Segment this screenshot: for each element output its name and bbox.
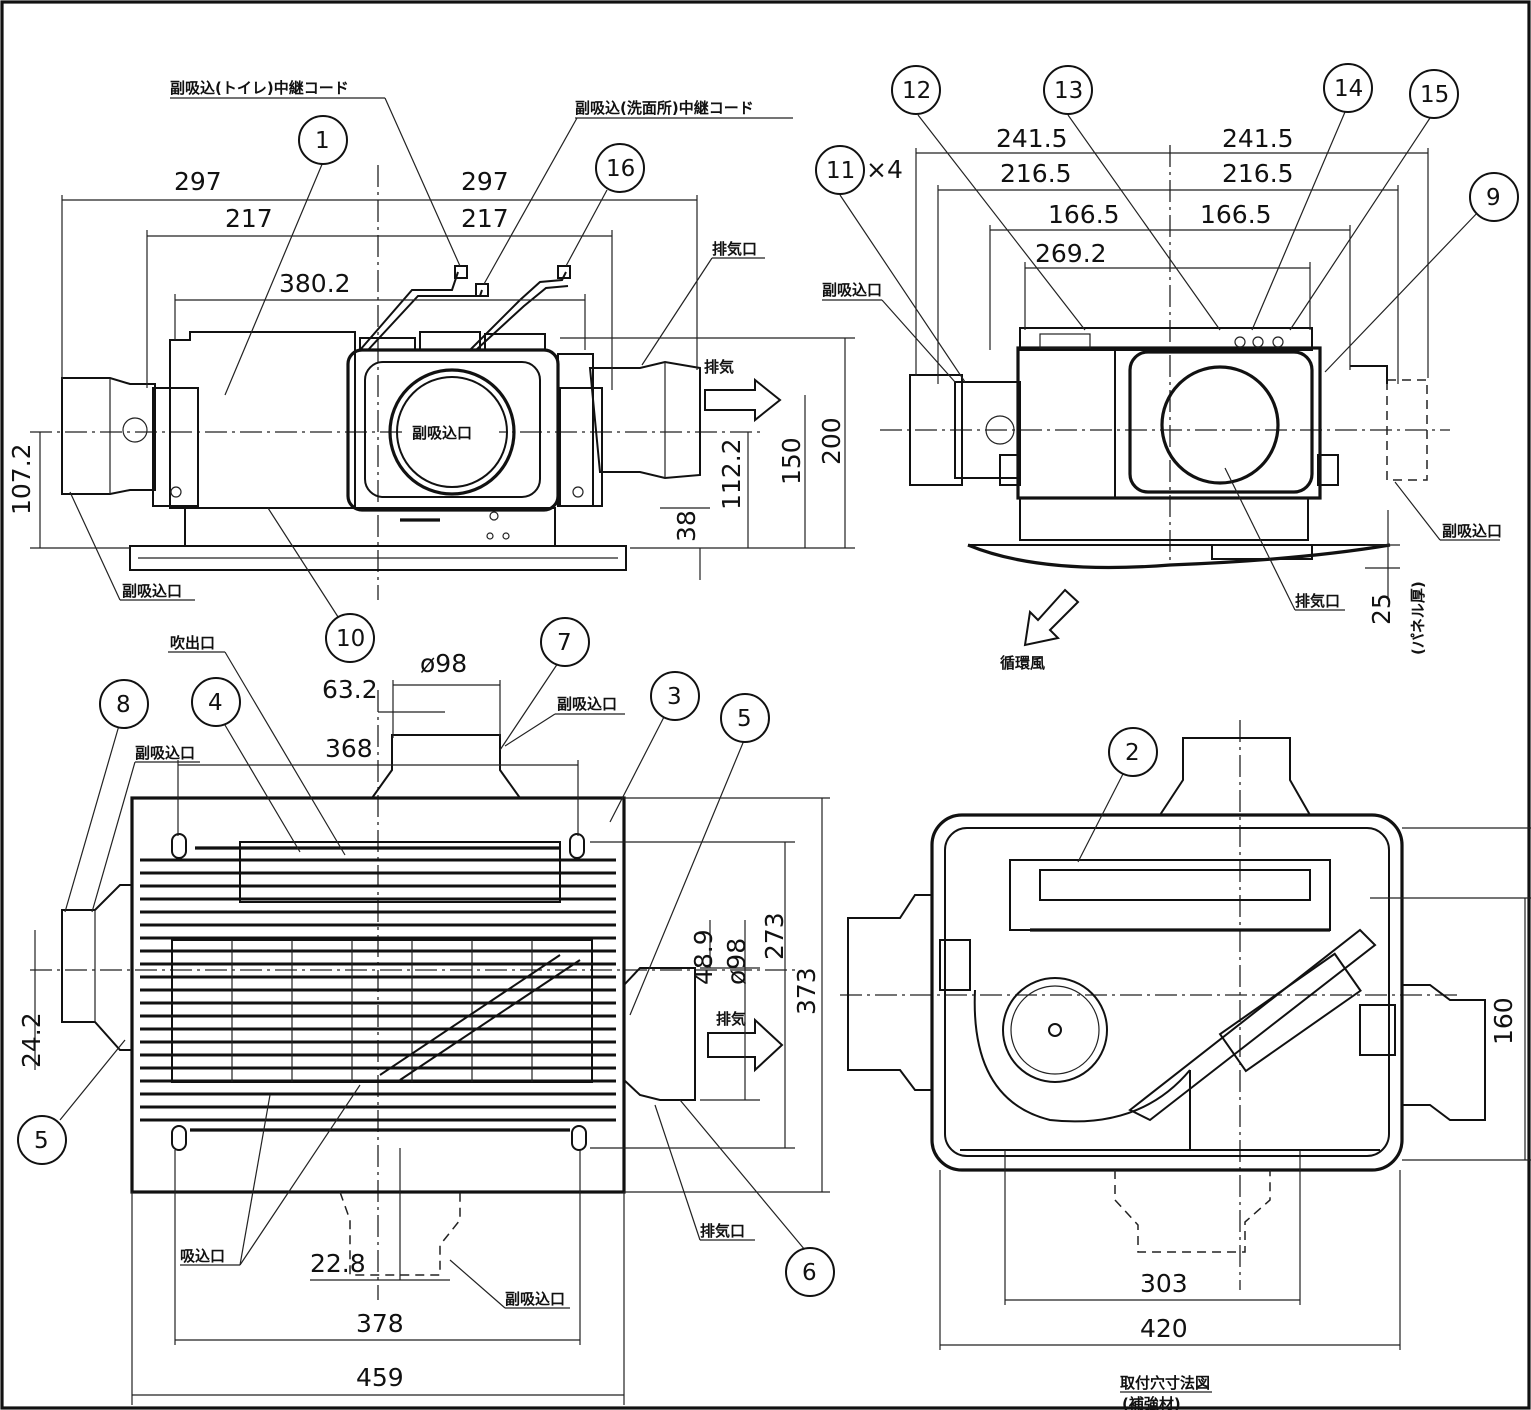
- label-panel-thickness: (パネル厚): [1409, 581, 1427, 655]
- circulation-arrow: [1023, 588, 1080, 647]
- dim-380-2: 380.2: [279, 269, 351, 298]
- dim-63-2: 63.2: [322, 675, 378, 704]
- dim-303: 303: [1140, 1269, 1188, 1298]
- top-duct: [370, 734, 522, 799]
- dim-459: 459: [356, 1363, 404, 1392]
- bubble-7: 7: [557, 630, 572, 656]
- dim-273: 273: [760, 912, 789, 960]
- dim-217-left: 217: [225, 204, 273, 233]
- bubble-10: 10: [336, 626, 365, 652]
- exhaust-arrow: [704, 377, 782, 423]
- dim-107-2: 107.2: [7, 443, 36, 515]
- bubble-4: 4: [208, 690, 223, 716]
- dim-200: 200: [817, 417, 846, 465]
- label-exhaust-port-plan: 排気口: [700, 1222, 745, 1240]
- dim-241-5-left: 241.5: [996, 124, 1068, 153]
- sub-intake-circle: [388, 368, 516, 496]
- left-duct: [61, 884, 133, 1051]
- dim-373: 373: [792, 967, 821, 1015]
- sub-intake-duct-side: [909, 374, 963, 486]
- label-sub-intake-plan-left: 副吸込口: [135, 744, 195, 762]
- dim-378: 378: [356, 1309, 404, 1338]
- dim-420: 420: [1140, 1314, 1188, 1343]
- outlet-slot: [239, 841, 561, 903]
- label-exhaust-port: 排気口: [712, 240, 757, 258]
- label-sub-intake-center: 副吸込口: [412, 424, 472, 442]
- bubble-1: 1: [315, 128, 330, 154]
- side-elevation-view: [822, 111, 1500, 647]
- dimension-texts: 297 297 217 217 380.2 107.2 112.2 150 20…: [7, 124, 1518, 1392]
- bubble-5-left: 5: [34, 1128, 49, 1154]
- bubble-11: 11: [826, 158, 855, 184]
- label-exhaust: 排気: [704, 358, 734, 376]
- dim-38: 38: [672, 510, 701, 542]
- dim-241-5-right: 241.5: [1222, 124, 1294, 153]
- right-duct: [623, 967, 696, 1101]
- sub-intake-duct-left: [61, 377, 156, 495]
- dim-166-5-right: 166.5: [1200, 200, 1272, 229]
- label-exhaust-port-side: 排気口: [1295, 592, 1340, 610]
- bubble-5-right: 5: [737, 706, 752, 732]
- exhaust-circle: [1160, 365, 1280, 485]
- bubble-14: 14: [1334, 76, 1363, 102]
- dim-368: 368: [325, 734, 373, 763]
- dim-216-5-right: 216.5: [1222, 159, 1294, 188]
- label-sub-intake-plan-bottom: 副吸込口: [505, 1290, 565, 1308]
- dim-22-8: 22.8: [310, 1249, 366, 1278]
- dim-112-2: 112.2: [717, 438, 746, 510]
- unit-body-bottom: [930, 813, 1404, 1172]
- label-sub-toilet-cord: 副吸込(トイレ)中継コード: [170, 79, 349, 97]
- label-mounting-hole-title: 取付穴寸法図: [1120, 1374, 1210, 1392]
- grille: [140, 858, 616, 1122]
- dim-166-5-left: 166.5: [1048, 200, 1120, 229]
- label-sub-intake-left: 副吸込口: [122, 582, 182, 600]
- dim-phi98-side: ø98: [722, 938, 751, 985]
- dim-269-2: 269.2: [1035, 239, 1107, 268]
- dim-25: 25: [1367, 593, 1396, 625]
- label-intake: 吸込口: [180, 1247, 225, 1265]
- dim-297-left: 297: [174, 167, 222, 196]
- dim-150: 150: [777, 437, 806, 485]
- bubble-8: 8: [116, 692, 131, 718]
- label-sub-wash-cord: 副吸込(洗面所)中継コード: [575, 99, 754, 117]
- internal-view: [840, 720, 1531, 1393]
- sub-intake-dashed: [1386, 379, 1428, 481]
- label-outlet: 吹出口: [170, 634, 215, 652]
- bubble-15: 15: [1420, 82, 1449, 108]
- dim-297-right: 297: [461, 167, 509, 196]
- part-bubbles: 1 16 10 12 13 14 15 11 9 8 4 7 3 5 5 6 2: [17, 63, 1519, 1297]
- bubble-12: 12: [902, 78, 931, 104]
- exhaust-duct: [588, 360, 701, 480]
- dim-216-5-left: 216.5: [1000, 159, 1072, 188]
- quantity-x4: ×4: [866, 155, 903, 184]
- dim-phi98-top: ø98: [420, 649, 467, 678]
- label-exhaust-plan: 排気: [716, 1010, 746, 1028]
- dim-217-right: 217: [461, 204, 509, 233]
- label-sub-intake-side-left: 副吸込口: [822, 281, 882, 299]
- label-sub-intake-side-right: 副吸込口: [1442, 522, 1502, 540]
- label-reinforcement: (補強材): [1122, 1395, 1181, 1410]
- bubble-3: 3: [667, 684, 682, 710]
- bubble-9: 9: [1486, 185, 1501, 211]
- bubble-6: 6: [802, 1260, 817, 1286]
- dim-160: 160: [1489, 997, 1518, 1045]
- dim-24-2: 24.2: [17, 1012, 46, 1068]
- label-circulation-air: 循環風: [1000, 654, 1045, 672]
- plan-view: [30, 651, 830, 1405]
- bubble-16: 16: [606, 156, 635, 182]
- bubble-13: 13: [1054, 78, 1083, 104]
- annotation-labels: 副吸込(トイレ)中継コード 副吸込(洗面所)中継コード 排気口 排気 副吸込口 …: [122, 79, 1502, 1410]
- fan-rotor: [1002, 977, 1108, 1083]
- label-sub-intake-plan-top: 副吸込口: [557, 695, 617, 713]
- bubble-2: 2: [1125, 740, 1140, 766]
- unit-body-side: [1016, 346, 1322, 500]
- control-box: [169, 331, 356, 509]
- exhaust-arrow-plan: [707, 1017, 784, 1073]
- ceiling-panel-side: [967, 543, 1391, 570]
- front-elevation-view: [30, 97, 855, 621]
- dim-48-9: 48.9: [689, 929, 718, 985]
